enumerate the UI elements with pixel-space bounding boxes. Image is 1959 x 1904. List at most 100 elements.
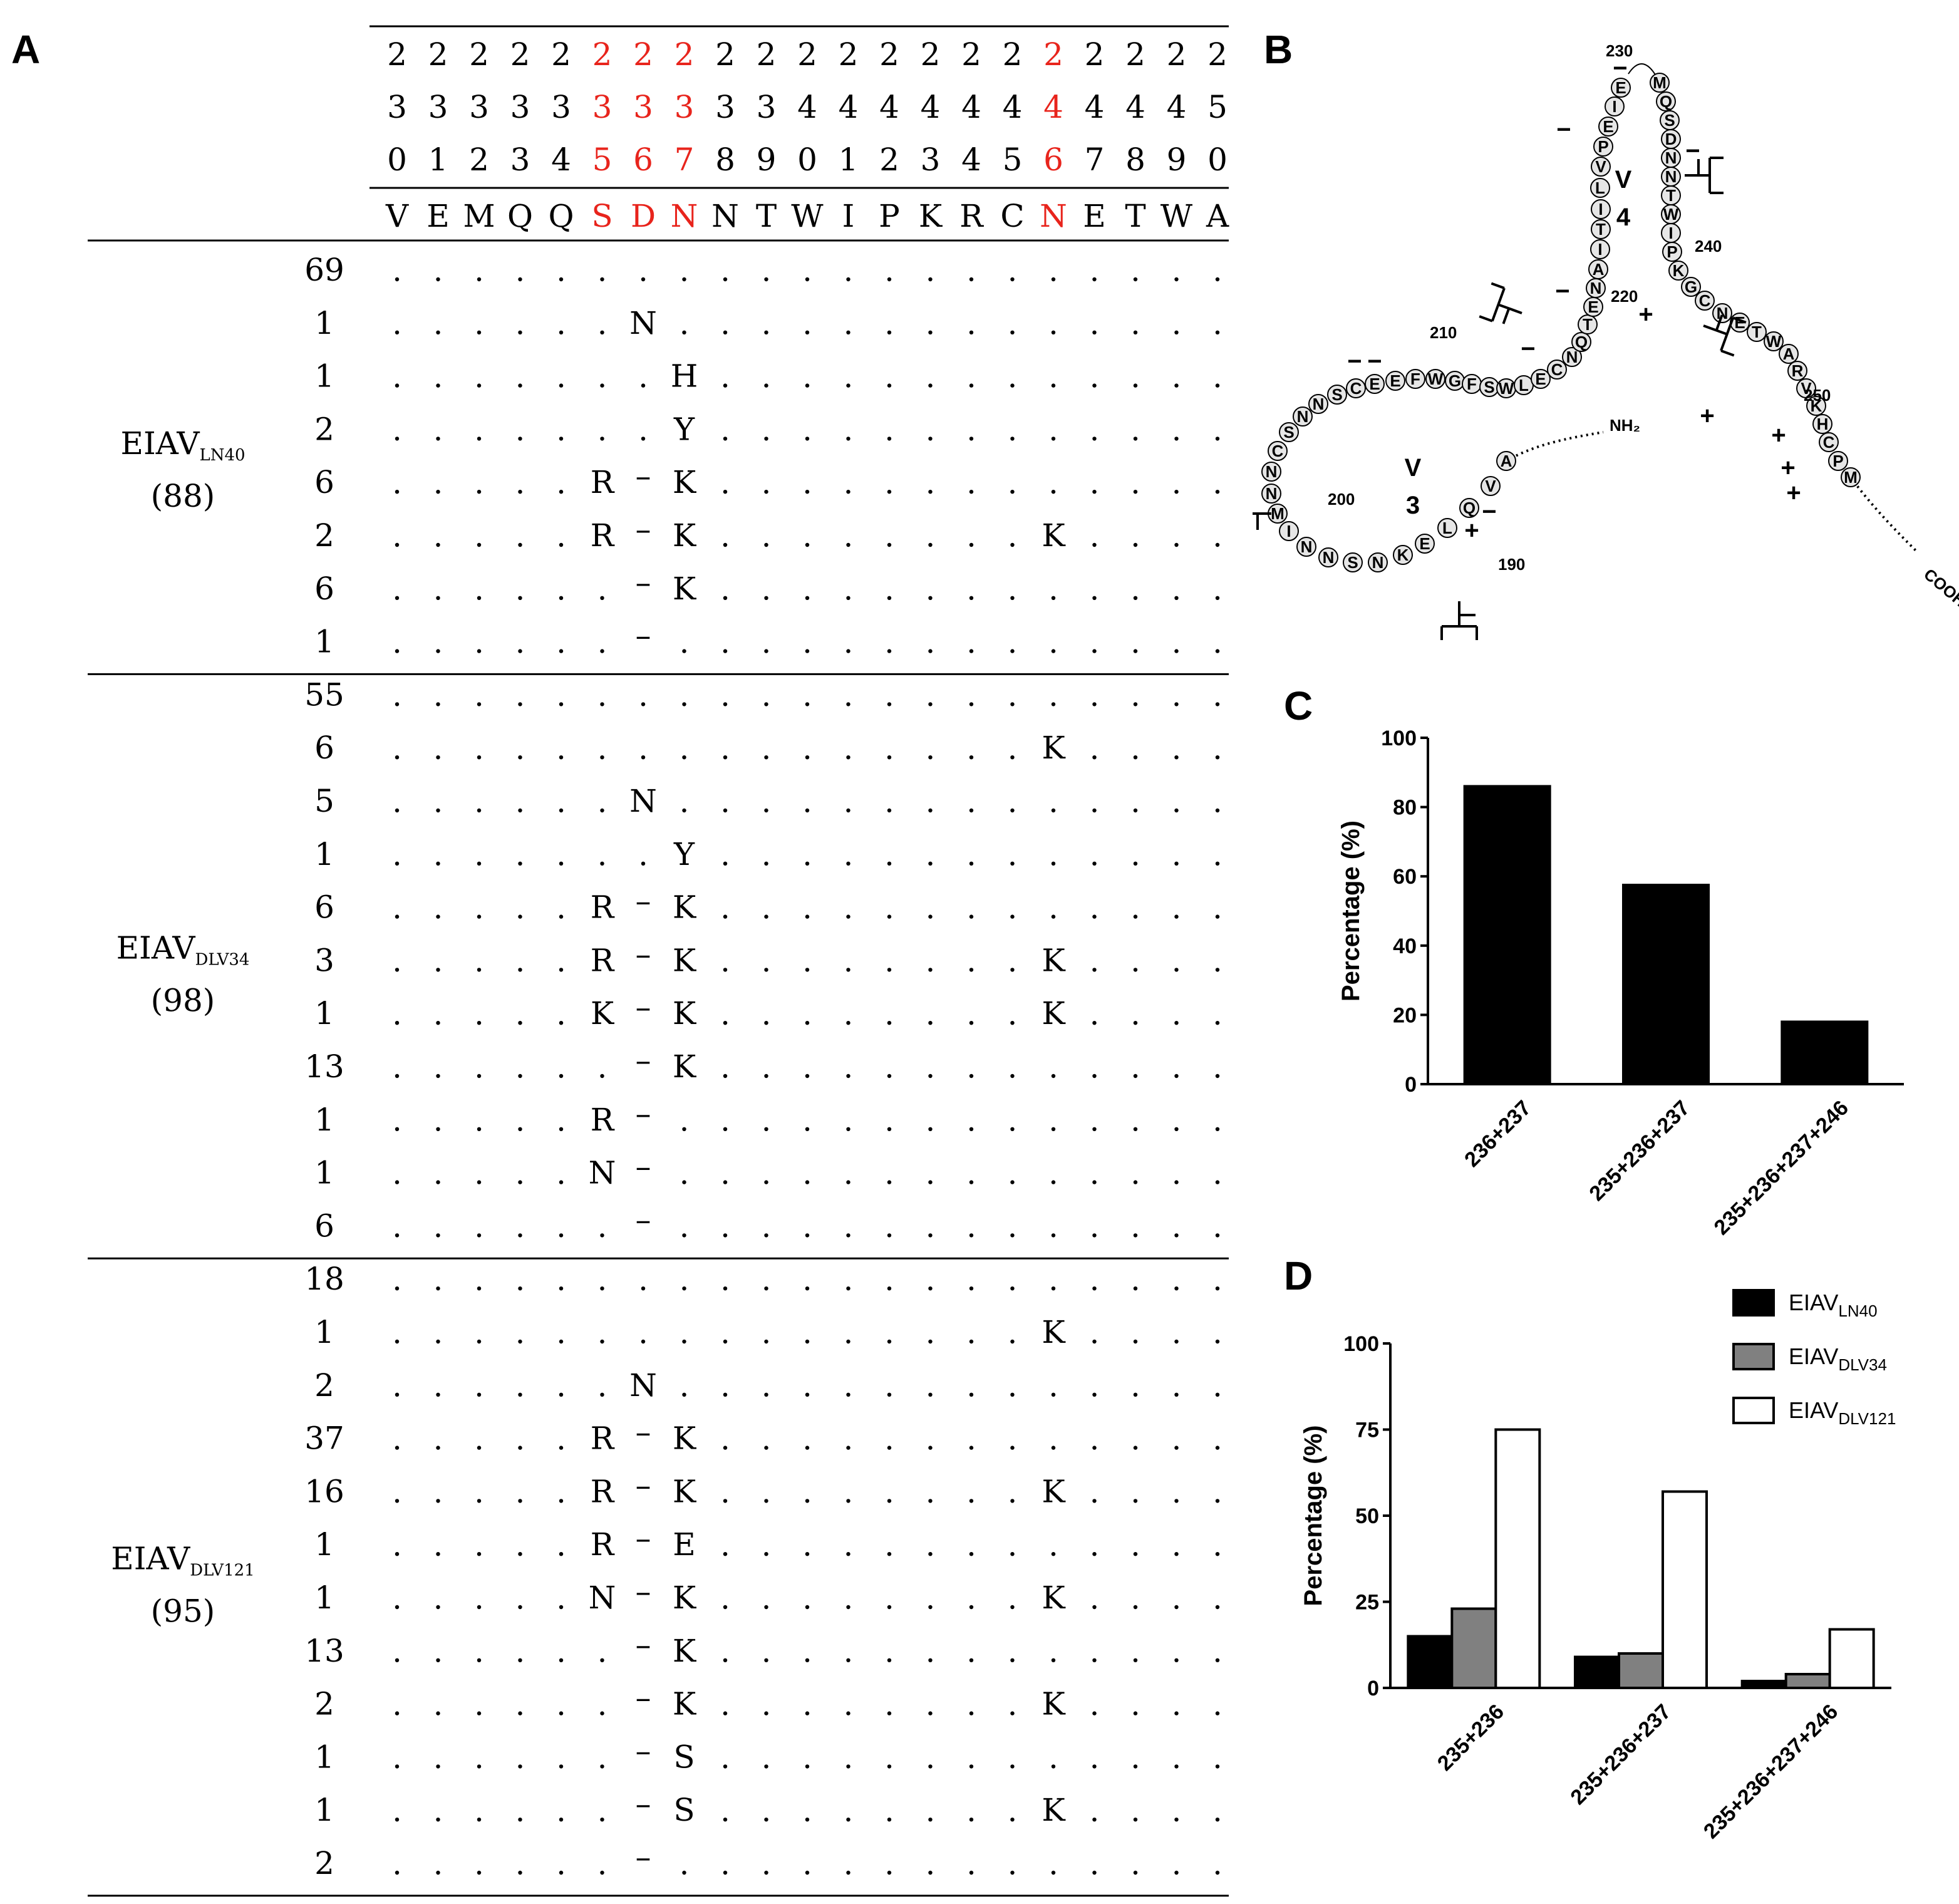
identity-dot [1010,1074,1015,1079]
identity-dot [723,755,728,760]
identity-dot [887,1074,892,1079]
identity-dot [928,1127,933,1132]
y-tick-label: 40 [1393,934,1417,958]
identity-dot [1092,330,1097,334]
identity-dot [436,1870,440,1875]
identity-dot [1051,1446,1056,1450]
deletion-mark: – [636,1201,651,1238]
identity-dot [682,649,686,653]
identity-dot [436,1818,440,1822]
position-digit: 4 [797,89,817,125]
substitution-residue: K [1042,995,1066,1032]
identity-dot [1051,861,1056,866]
reference-residue: Q [507,198,533,234]
deletion-mark: – [636,618,651,654]
identity-dot [436,330,440,334]
identity-dot [969,914,974,919]
identity-dot [805,1021,810,1025]
deletion-mark: – [636,989,651,1025]
identity-dot [723,702,728,706]
residue-letter: E [1390,371,1400,390]
identity-dot [600,1074,604,1079]
identity-dot [723,490,728,494]
negative-charge-mark: − [1685,137,1700,165]
identity-dot [764,1605,768,1610]
identity-dot [928,1499,933,1503]
identity-dot [1215,808,1220,813]
residue-circle [1764,331,1784,351]
identity-dot [1174,1339,1179,1344]
identity-dot [477,1021,482,1025]
x-tick-label: 235+236+237+246 [1710,1096,1853,1239]
identity-dot [1092,861,1097,866]
substitution-residue: K [1042,942,1066,978]
position-digit: 2 [551,36,571,73]
identity-dot [1010,702,1015,706]
identity-dot [1010,1605,1015,1610]
residue-letter: W [1499,379,1514,398]
position-digit: 2 [797,36,817,73]
identity-dot [1174,649,1179,653]
residue-letter: H [1817,415,1829,433]
identity-dot [559,968,564,972]
reference-residue: M [463,198,495,234]
identity-dot [969,383,974,388]
identity-dot [805,1711,810,1715]
residue-letter: E [1419,534,1430,553]
identity-dot [969,330,974,334]
identity-dot [1215,437,1220,441]
identity-dot [559,755,564,760]
identity-dot [1010,861,1015,866]
identity-dot [764,1870,768,1875]
substitution-residue: K [1042,1686,1066,1722]
identity-dot [1174,1392,1179,1397]
x-tick-label: 235+236+237+246 [1699,1700,1843,1843]
identity-dot [1215,277,1220,282]
identity-dot [846,914,850,919]
identity-dot [395,1818,400,1822]
identity-dot [1133,1870,1138,1875]
identity-dot [723,1605,728,1610]
identity-dot [518,1233,522,1238]
substitution-residue: K [673,1633,697,1669]
identity-dot [600,1339,604,1344]
identity-dot [764,490,768,494]
identity-dot [1133,914,1138,919]
residue-letter: C [1551,360,1563,379]
residue-letter: S [1331,385,1342,404]
position-digit: 2 [387,36,407,73]
position-digit: 1 [428,142,448,178]
identity-dot [805,1339,810,1344]
identity-dot [1051,1180,1056,1184]
residue-circle [1481,476,1501,496]
identity-dot [395,383,400,388]
identity-dot [559,808,564,813]
residue-letter: G [1685,277,1697,296]
v3-label-line1: V [1405,454,1422,482]
identity-dot [928,1233,933,1238]
residue-letter: L [1442,519,1452,537]
identity-dot [805,277,810,282]
residue-letter: I [1612,97,1616,116]
identity-dot [600,1286,604,1291]
identity-dot [559,1658,564,1662]
y-tick-label: 75 [1355,1419,1379,1442]
y-tick-label: 25 [1355,1591,1379,1615]
sequence-count: 2 [314,411,334,447]
residue-circle [1308,394,1328,414]
identity-dot [723,596,728,600]
identity-dot [436,277,440,282]
positive-charge-mark: + [1638,301,1653,328]
identity-dot [600,1233,604,1238]
identity-dot [477,914,482,919]
sequence-count: 18 [304,1261,344,1297]
sequence-count: 13 [304,1633,344,1669]
identity-dot [1051,490,1056,494]
identity-dot [1092,1658,1097,1662]
identity-dot [1010,1180,1015,1184]
substitution-residue: K [1042,517,1066,554]
reference-residue: N [711,198,739,234]
identity-dot [436,1711,440,1715]
identity-dot [928,1021,933,1025]
identity-dot [600,330,604,334]
